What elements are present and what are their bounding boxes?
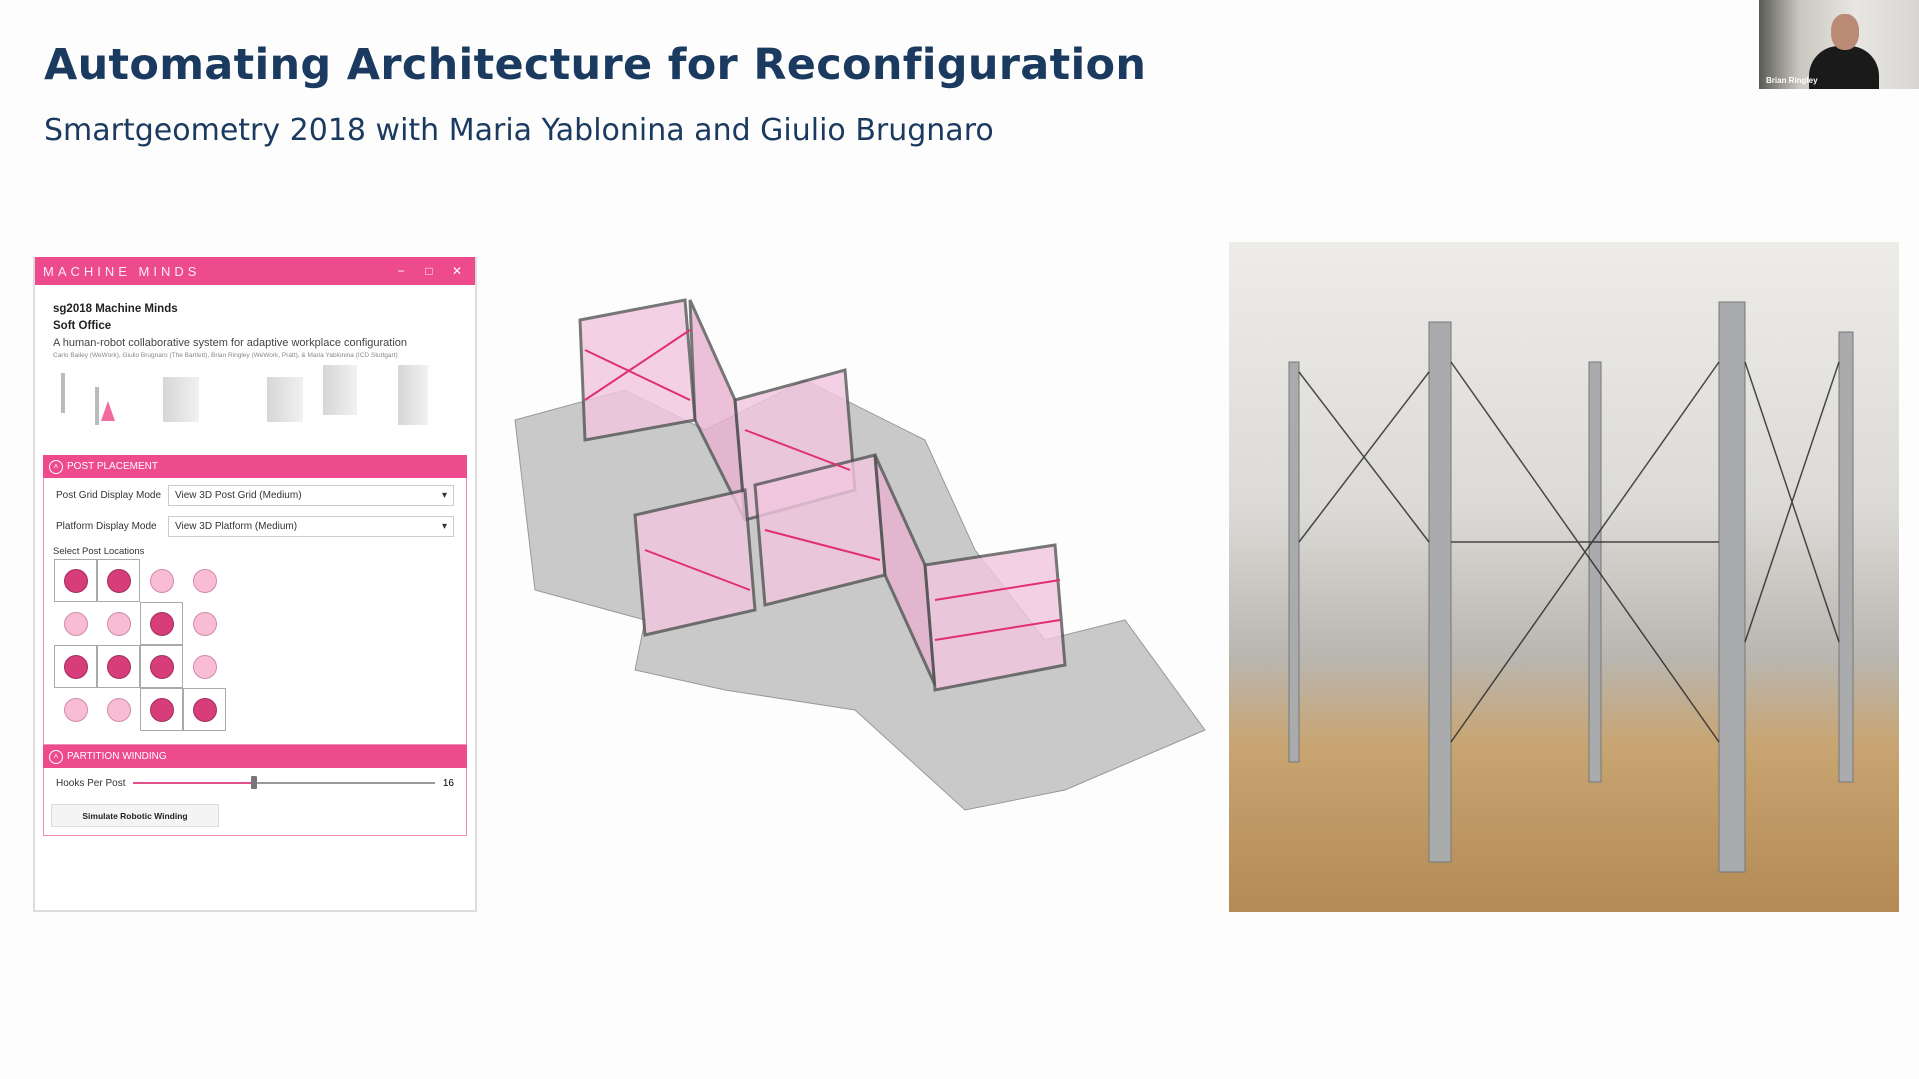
post-location-toggle[interactable]: [150, 655, 174, 679]
maximize-icon[interactable]: □: [425, 264, 433, 278]
robot-icon: [101, 401, 115, 421]
post-cell: [97, 645, 140, 688]
dropdown-arrow-icon: ▾: [441, 521, 447, 532]
webcam-name: Brian Ringley: [1766, 76, 1818, 85]
app-heading: sg2018 Machine Minds: [53, 303, 178, 315]
post-location-toggle[interactable]: [193, 612, 217, 636]
post-location-toggle[interactable]: [64, 698, 88, 722]
platform-mode-value: View 3D Platform (Medium): [175, 521, 298, 532]
slide-title: Automating Architecture for Reconfigurat…: [44, 40, 1147, 90]
partition-winding-header[interactable]: ˄ PARTITION WINDING: [43, 745, 467, 768]
webcam-video: Brian Ringley: [1759, 0, 1919, 89]
post-cell: [140, 645, 183, 688]
partition-winding-section: ˄ PARTITION WINDING Hooks Per Post 16 Sim…: [43, 745, 467, 836]
post-cell: [54, 645, 97, 688]
person-head: [1831, 14, 1859, 50]
installation-photo: [1229, 242, 1899, 912]
hooks-slider[interactable]: [133, 775, 435, 791]
minimize-icon[interactable]: −: [397, 264, 405, 278]
hooks-value: 16: [442, 777, 454, 789]
platform-mode-label: Platform Display Mode: [56, 521, 157, 532]
post-cell: [97, 559, 140, 602]
post-location-toggle[interactable]: [64, 569, 88, 593]
post-cell: [140, 602, 183, 645]
select-posts-label: Select Post Locations: [53, 546, 145, 557]
collapse-icon[interactable]: ˄: [49, 749, 63, 764]
close-icon[interactable]: ✕: [451, 264, 463, 278]
grid-mode-label: Post Grid Display Mode: [56, 490, 162, 501]
window-title: MACHINE MINDS: [43, 263, 201, 279]
platform-mode-select[interactable]: View 3D Platform (Medium) ▾: [168, 516, 454, 537]
window-titlebar: MACHINE MINDS − □ ✕: [35, 257, 475, 285]
post-placement-section: ˄ POST PLACEMENT Post Grid Display Mode V…: [43, 455, 467, 745]
slider-thumb[interactable]: [251, 776, 258, 789]
post-placement-header[interactable]: ˄ POST PLACEMENT: [43, 455, 467, 478]
post-location-toggle[interactable]: [150, 612, 174, 636]
app-credits: Carlo Bailey (WeWork), Giulio Brugnaro (…: [53, 352, 398, 359]
hooks-label: Hooks Per Post: [56, 777, 126, 789]
post-location-toggle[interactable]: [107, 612, 131, 636]
post-location-toggle[interactable]: [107, 569, 131, 593]
post-grid: [54, 559, 466, 744]
grid-mode-select[interactable]: View 3D Post Grid (Medium) ▾: [168, 485, 454, 506]
section-title: POST PLACEMENT: [67, 461, 158, 472]
app-description: A human-robot collaborative system for a…: [53, 337, 408, 349]
dropdown-arrow-icon: ▾: [441, 490, 447, 501]
post-location-toggle[interactable]: [193, 569, 217, 593]
post-location-toggle[interactable]: [64, 612, 88, 636]
sequence-illustration: [43, 365, 467, 455]
post-cell: [183, 688, 226, 731]
simulate-winding-button[interactable]: Simulate Robotic Winding: [51, 804, 219, 827]
section-title: PARTITION WINDING: [67, 751, 167, 762]
post-location-toggle[interactable]: [107, 655, 131, 679]
post-cell: [54, 559, 97, 602]
post-location-toggle[interactable]: [193, 698, 217, 722]
post-location-toggle[interactable]: [150, 569, 174, 593]
post-location-toggle[interactable]: [193, 655, 217, 679]
grid-mode-value: View 3D Post Grid (Medium): [175, 490, 302, 501]
collapse-icon[interactable]: ˄: [49, 459, 63, 474]
app-subheading: Soft Office: [53, 320, 112, 332]
3d-render-image: [514, 298, 1206, 811]
machine-minds-window: MACHINE MINDS − □ ✕ sg2018 Machine Minds…: [33, 257, 477, 912]
post-location-toggle[interactable]: [107, 698, 131, 722]
person-body: [1809, 46, 1879, 89]
post-cell: [140, 688, 183, 731]
post-location-toggle[interactable]: [64, 655, 88, 679]
slide-subtitle: Smartgeometry 2018 with Maria Yablonina …: [44, 113, 994, 148]
post-location-toggle[interactable]: [150, 698, 174, 722]
